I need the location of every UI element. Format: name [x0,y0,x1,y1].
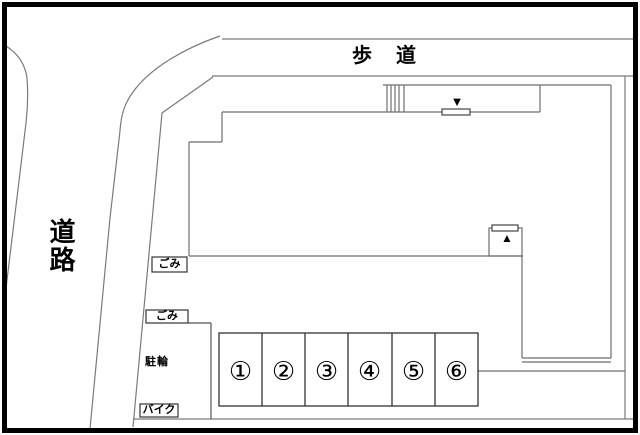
parking-stall-5-number: ⑤ [401,355,426,386]
garbage-box-2-outline [145,309,189,324]
parking-stall-6-number: ⑥ [444,355,469,386]
garbage-label-1: ごみ [158,258,181,270]
garbage-label-2: ごみ [156,310,178,322]
entrance-arrow-up: ▲ [501,231,513,245]
stairs-hatch [386,85,405,112]
bicycle-area-label: 駐輪 [145,356,169,368]
parking-stall-grid [218,332,479,407]
entrance-bottom-door-slab [491,224,519,232]
site-west-boundary-line [132,76,214,428]
road-right-curb-line [89,35,221,430]
motorcycle-label: バイク [142,404,176,416]
bicycle-area-outline [188,322,212,419]
motorcycle-box-outline [139,403,179,418]
parking-stall-1-number: ① [228,355,253,386]
road-left-curb-line [3,45,29,306]
sidewalk-label: 歩 道 [352,45,418,67]
entrance-top-door-slab [441,108,471,116]
road-label: 道路 [46,218,76,274]
garbage-box-1-outline [151,256,188,273]
parking-stall-2-number: ② [271,355,296,386]
road-lines [3,35,635,430]
building-outline [188,84,612,363]
parking-stall-3-number: ③ [314,355,339,386]
parking-stall-4-number: ④ [357,355,382,386]
entrance-arrow-down: ▼ [450,94,464,109]
